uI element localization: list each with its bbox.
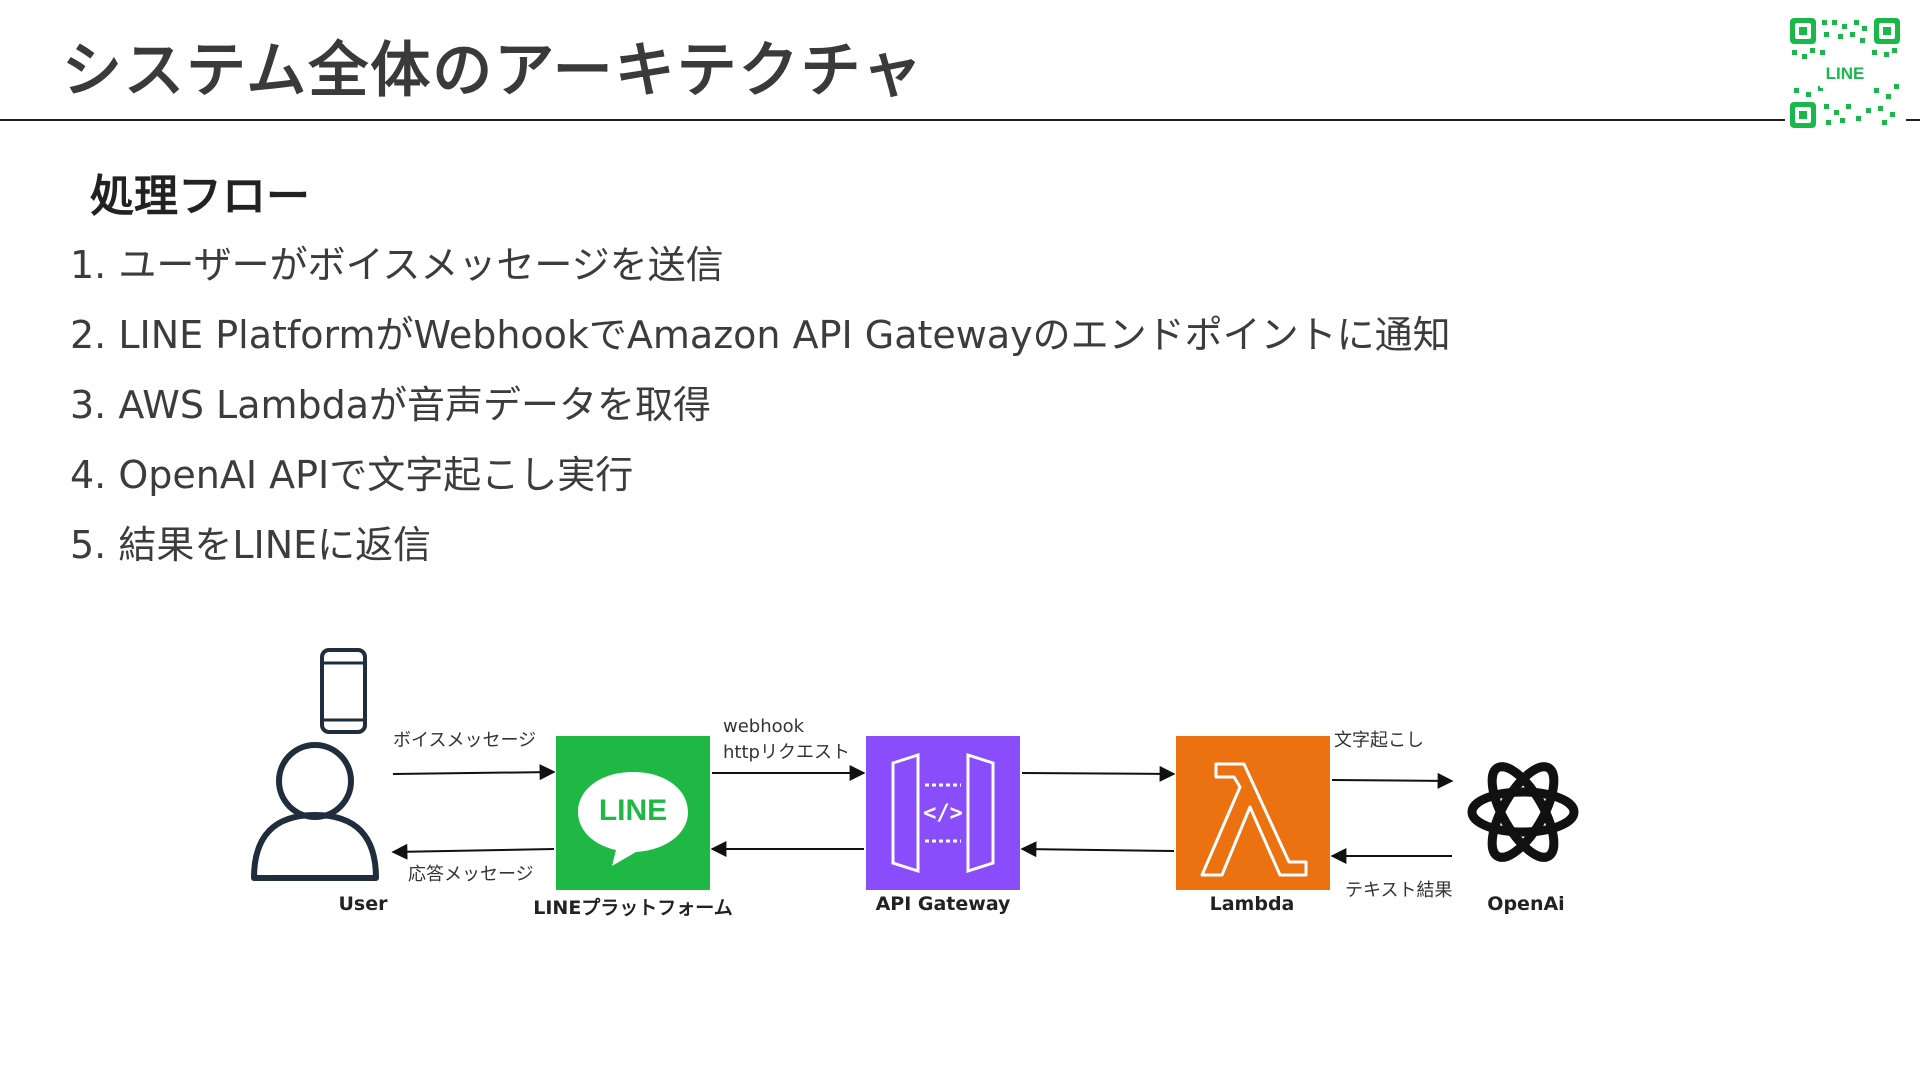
line-qr-code-icon: LINE bbox=[1790, 18, 1900, 128]
api-gateway-icon: </> bbox=[866, 736, 1020, 890]
process-steps-list: 1. ユーザーがボイスメッセージを送信 2. LINE PlatformがWeb… bbox=[70, 240, 1451, 590]
node-label-user: User bbox=[338, 893, 388, 915]
node-label-line: LINEプラットフォーム bbox=[533, 897, 733, 919]
edge-label-transcription: 文字起こし bbox=[1334, 730, 1424, 751]
svg-text:LINE: LINE bbox=[1826, 64, 1865, 83]
edge-label-text-result: テキスト結果 bbox=[1345, 880, 1453, 901]
step-item: 1. ユーザーがボイスメッセージを送信 bbox=[70, 243, 724, 287]
node-label-lambda: Lambda bbox=[1209, 893, 1295, 915]
node-label-openai: OpenAi bbox=[1487, 893, 1565, 915]
edge-lambda-to-apigw bbox=[1020, 841, 1175, 858]
diagram-canvas: LINE </> bbox=[251, 648, 1579, 890]
step-item: 4. OpenAI APIで文字起こし実行 bbox=[70, 453, 634, 497]
edge-apigw-to-lambda bbox=[1021, 765, 1176, 782]
step-item: 3. AWS Lambdaが音声データを取得 bbox=[70, 383, 712, 427]
section-subtitle: 処理フロー bbox=[90, 171, 310, 222]
svg-text:LINE: LINE bbox=[599, 794, 667, 827]
svg-text:</>: </> bbox=[923, 801, 963, 826]
edge-label-webhook: webhook bbox=[723, 716, 805, 737]
architecture-diagram: LINE </> bbox=[0, 640, 1920, 940]
edge-line-to-user bbox=[391, 843, 555, 860]
lambda-icon bbox=[1176, 736, 1330, 890]
edge-lambda-to-openai bbox=[1331, 772, 1454, 789]
title-divider bbox=[0, 119, 1785, 121]
line-logo-icon: LINE bbox=[556, 736, 710, 890]
edge-label-http-request: httpリクエスト bbox=[723, 742, 850, 763]
edge-label-reply-message: 応答メッセージ bbox=[408, 864, 534, 885]
step-item: 5. 結果をLINEに返信 bbox=[70, 523, 432, 567]
user-with-phone-icon bbox=[251, 648, 379, 881]
step-item: 2. LINE PlatformがWebhookでAmazon API Gate… bbox=[70, 313, 1451, 357]
edge-user-to-line bbox=[392, 764, 556, 781]
openai-logo-icon bbox=[1467, 762, 1579, 862]
edge-label-voice-message: ボイスメッセージ bbox=[393, 730, 537, 751]
node-label-apigw: API Gateway bbox=[875, 893, 1011, 915]
slide-title: システム全体のアーキテクチャ bbox=[62, 36, 924, 106]
title-divider-end bbox=[1906, 119, 1920, 121]
